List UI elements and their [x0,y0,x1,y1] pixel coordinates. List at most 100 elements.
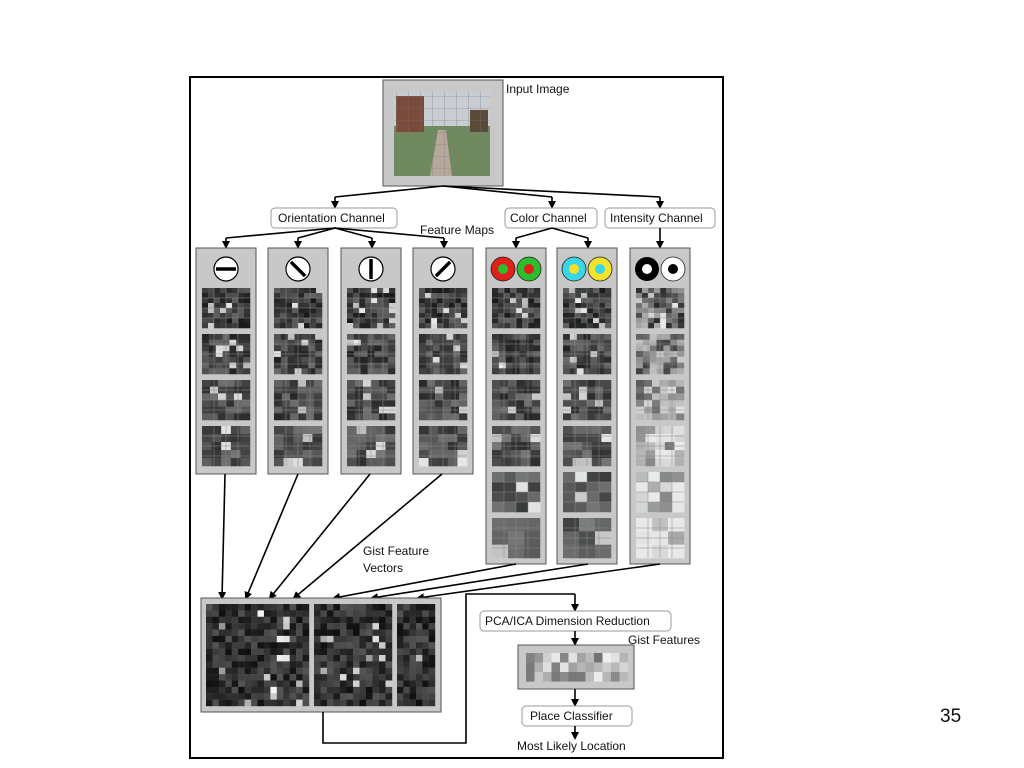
gist-feature-cell [594,662,603,673]
pca-ica-label: PCA/ICA Dimension Reduction [485,614,650,628]
gist-feature-cell [551,653,561,663]
feature-map [492,288,541,329]
feature-column-intensity [629,247,691,565]
page-number: 35 [940,706,962,727]
feature-map [202,380,251,421]
gist-feature-cell [594,672,603,682]
feature-map [274,380,323,421]
feature-map [347,426,396,467]
feature-map [347,380,396,421]
gist-feature-cell [526,653,535,663]
gist-vector-block [314,604,393,707]
orientation-90-icon [358,256,384,282]
gist-feature-cell [611,662,620,673]
gist-feature-cell [619,672,629,682]
feature-map [563,334,612,375]
feature-map [419,288,468,329]
color-channel-label: Color Channel [510,211,587,225]
feature-map [636,380,685,421]
gist-feature-cell [577,653,586,663]
gist-feature-cell [594,653,603,663]
gist-vector-block [397,604,436,707]
feature-map [563,288,612,329]
gist-feature-cell [534,653,544,663]
gist-feature-cell [611,653,620,663]
gist-feature-cell [568,653,578,663]
feature-map [563,380,612,421]
feature-map [274,334,323,375]
feature-column-color [485,247,547,565]
on-off-icon [635,256,686,282]
feature-map [492,334,541,375]
gist-feature-cell [577,672,586,682]
gist-feature-cell [543,653,552,663]
gist-feature-cell [602,662,612,673]
feature-map [636,472,685,513]
feature-map [274,288,323,329]
gist-feature-cell [568,662,578,673]
blue-yellow-icon [561,256,613,282]
feature-map [636,518,685,559]
feature-map [563,518,612,559]
feature-map [202,288,251,329]
orientation-45-icon [285,256,311,282]
feature-column-orientation [412,247,474,475]
feature-maps-label: Feature Maps [420,223,494,237]
orientation-channel-label: Orientation Channel [278,211,385,225]
feature-map [563,472,612,513]
gist-feature-cell [534,662,544,673]
gist-vector-blocks [206,604,436,707]
orientation-0-icon [213,256,239,282]
gist-feature-cell [543,672,552,682]
red-green-icon [490,256,542,282]
feature-map [202,426,251,467]
gist-feature-cell [543,662,552,673]
feature-column-orientation [340,247,402,475]
gist-feature-cell [560,672,569,682]
gist-feature-cell [560,662,569,673]
feature-map [492,472,541,513]
gist-feature-cell [551,662,561,673]
orientation-135-icon [430,256,456,282]
feature-map [563,426,612,467]
feature-column-orientation [195,247,257,475]
feature-map [492,380,541,421]
input-image-panel [382,79,504,187]
gist-features-strip [526,653,629,682]
feature-map [347,334,396,375]
intensity-channel-label: Intensity Channel [610,211,703,225]
feature-column-orientation [267,247,329,475]
gist-feature-vectors-label-line1: Gist Feature [363,544,429,558]
input-image-label: Input Image [506,82,570,96]
gist-feature-cell [526,672,535,682]
gist-feature-cell [568,672,578,682]
gist-feature-cell [526,662,535,673]
most-likely-location-label: Most Likely Location [517,739,626,753]
gist-feature-cell [577,662,586,673]
gist-feature-cell [619,662,629,673]
feature-map [202,334,251,375]
gist-feature-cell [585,662,595,673]
feature-map [347,288,396,329]
gist-feature-cell [585,653,595,663]
feature-map [274,426,323,467]
feature-map [492,518,541,559]
gist-feature-cell [602,672,612,682]
feature-map-columns [195,247,691,565]
feature-map [636,426,685,467]
place-classifier-label: Place Classifier [530,709,613,723]
gist-feature-cell [585,672,595,682]
gist-feature-cell [534,672,544,682]
feature-map [636,334,685,375]
gist-feature-cell [602,653,612,663]
feature-column-color [556,247,618,565]
feature-map [419,334,468,375]
gist-feature-cell [551,672,561,682]
gist-features-label: Gist Features [628,633,700,647]
gist-feature-cell [560,653,569,663]
place-classifier-box [521,705,633,727]
gist-feature-vectors-label-line2: Vectors [363,561,403,575]
gist-vector-block [206,604,310,707]
